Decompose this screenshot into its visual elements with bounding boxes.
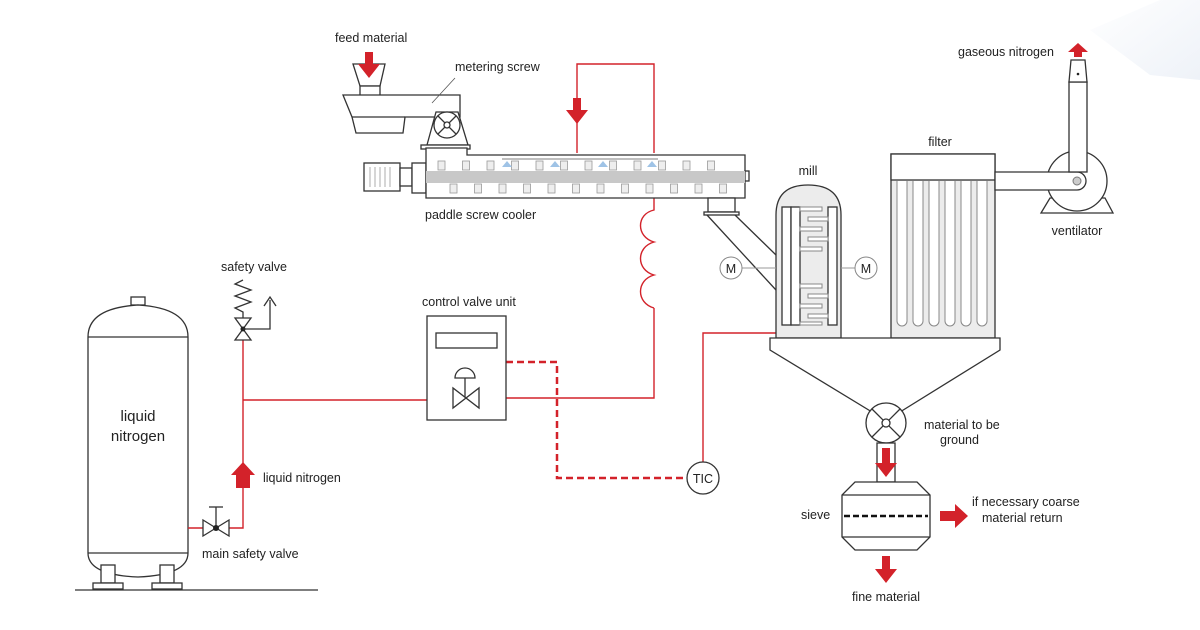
spray-nozzles xyxy=(502,161,657,167)
paddle xyxy=(645,183,654,194)
metering-screw xyxy=(342,63,471,150)
mill-label: mill xyxy=(799,164,818,178)
flow-arrow-down-icon xyxy=(566,98,588,124)
paddle xyxy=(437,160,446,171)
filter-candle xyxy=(960,181,972,327)
svg-text:M: M xyxy=(726,262,736,276)
paddle xyxy=(609,160,617,171)
control-display xyxy=(435,332,498,349)
paddle xyxy=(523,183,531,194)
paddle xyxy=(707,160,715,171)
paddle xyxy=(449,183,458,194)
liquid-nitrogen-tank: liquid nitrogen xyxy=(75,296,318,591)
flow-arrow-up-icon xyxy=(231,462,255,488)
feed-material-label: feed material xyxy=(335,31,407,45)
filter xyxy=(890,153,996,339)
control-valve-unit-label: control valve unit xyxy=(422,295,516,309)
tic-controller[interactable]: TIC xyxy=(686,461,720,495)
filter-candle xyxy=(928,181,940,327)
paddle xyxy=(719,183,727,194)
control-valve-unit[interactable] xyxy=(426,315,507,421)
paddle xyxy=(633,160,642,171)
paddle-screw-cooler-label: paddle screw cooler xyxy=(425,208,536,222)
collection-hopper xyxy=(769,337,1001,413)
paddle xyxy=(535,160,544,171)
decorative-glow xyxy=(1090,0,1200,80)
paddle xyxy=(584,160,593,171)
control-signal-line xyxy=(506,360,687,480)
motor-right: M xyxy=(854,256,878,280)
material-arrow-down-icon xyxy=(875,448,897,477)
exhaust-arrow-up-icon xyxy=(1068,43,1088,57)
metering-screw-label: metering screw xyxy=(455,60,541,74)
paddle xyxy=(560,160,568,171)
paddle xyxy=(474,183,482,194)
ventilator-label: ventilator xyxy=(1052,224,1103,238)
filter-candle xyxy=(976,181,988,327)
filter-label: filter xyxy=(928,135,952,149)
main-safety-valve[interactable] xyxy=(202,506,230,538)
sieve-label: sieve xyxy=(801,508,830,522)
paddle xyxy=(621,183,629,194)
ventilator xyxy=(994,59,1115,214)
paddle xyxy=(658,160,666,171)
paddle xyxy=(694,183,703,194)
paddle xyxy=(682,160,691,171)
paddle xyxy=(486,160,495,171)
svg-text:M: M xyxy=(861,262,871,276)
fine-material-label: fine material xyxy=(852,590,920,604)
paddle-screw-cooler xyxy=(363,147,777,291)
filter-candle xyxy=(944,181,956,327)
coarse-return-line2: material return xyxy=(982,511,1063,525)
paddle xyxy=(511,160,519,171)
coarse-return-arrow-icon xyxy=(940,504,968,528)
fine-material-arrow-icon xyxy=(875,556,897,583)
main-safety-valve-label: main safety valve xyxy=(202,547,299,561)
liquid-nitrogen-flow-label: liquid nitrogen xyxy=(263,471,341,485)
tank-label-line2: nitrogen xyxy=(111,428,165,445)
tank-label-line1: liquid xyxy=(120,408,155,425)
rotary-valve[interactable] xyxy=(865,402,907,444)
safety-valve-label: safety valve xyxy=(221,260,287,274)
material-to-be-ground-line1: material to be xyxy=(924,418,1000,432)
paddle xyxy=(462,160,470,171)
paddle xyxy=(498,183,507,194)
safety-valve[interactable] xyxy=(233,279,277,341)
coarse-return-line1: if necessary coarse xyxy=(972,495,1080,509)
filter-candle xyxy=(912,181,924,327)
tic-label: TIC xyxy=(693,472,713,486)
paddle xyxy=(596,183,605,194)
filter-candle xyxy=(896,181,908,327)
paddle xyxy=(572,183,580,194)
feed-arrow-down-icon xyxy=(358,52,380,78)
paddle xyxy=(547,183,556,194)
material-to-be-ground-line2: ground xyxy=(940,433,979,447)
paddle xyxy=(670,183,678,194)
motor-left: M xyxy=(719,256,743,280)
mill xyxy=(742,184,855,339)
gaseous-nitrogen-label: gaseous nitrogen xyxy=(958,45,1054,59)
